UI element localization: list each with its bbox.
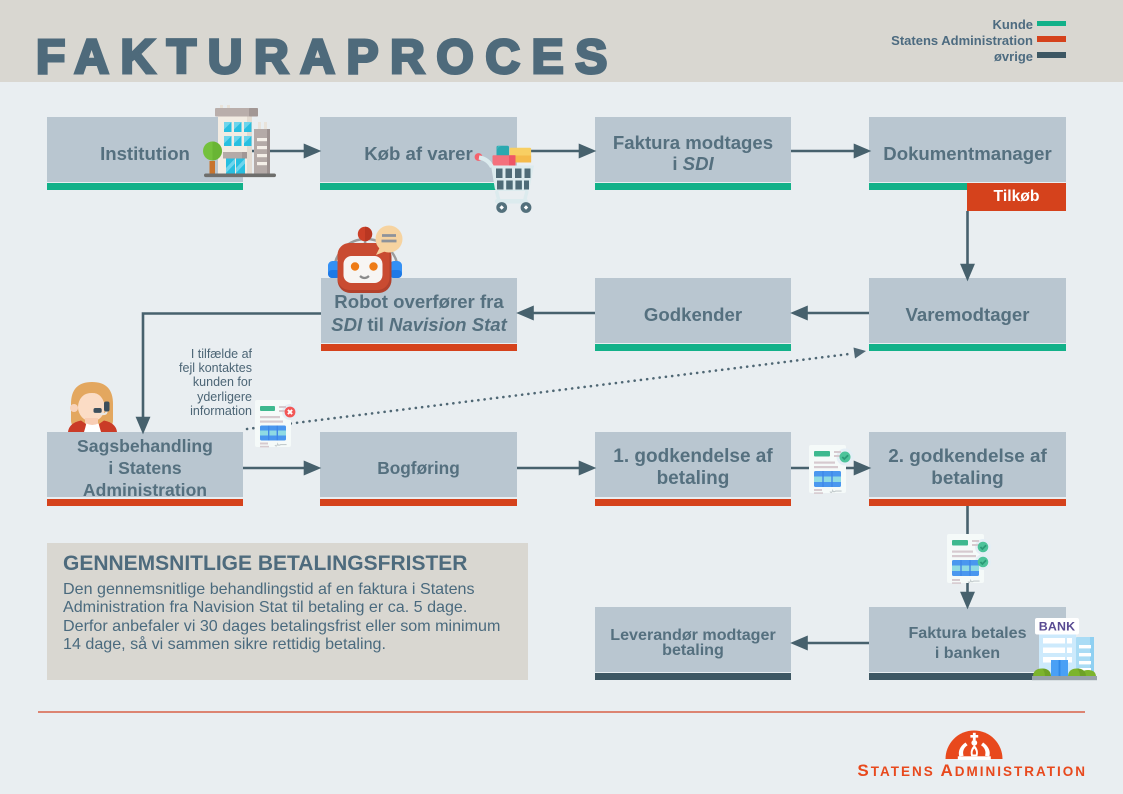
svg-text:BANK: BANK xyxy=(1039,620,1076,634)
